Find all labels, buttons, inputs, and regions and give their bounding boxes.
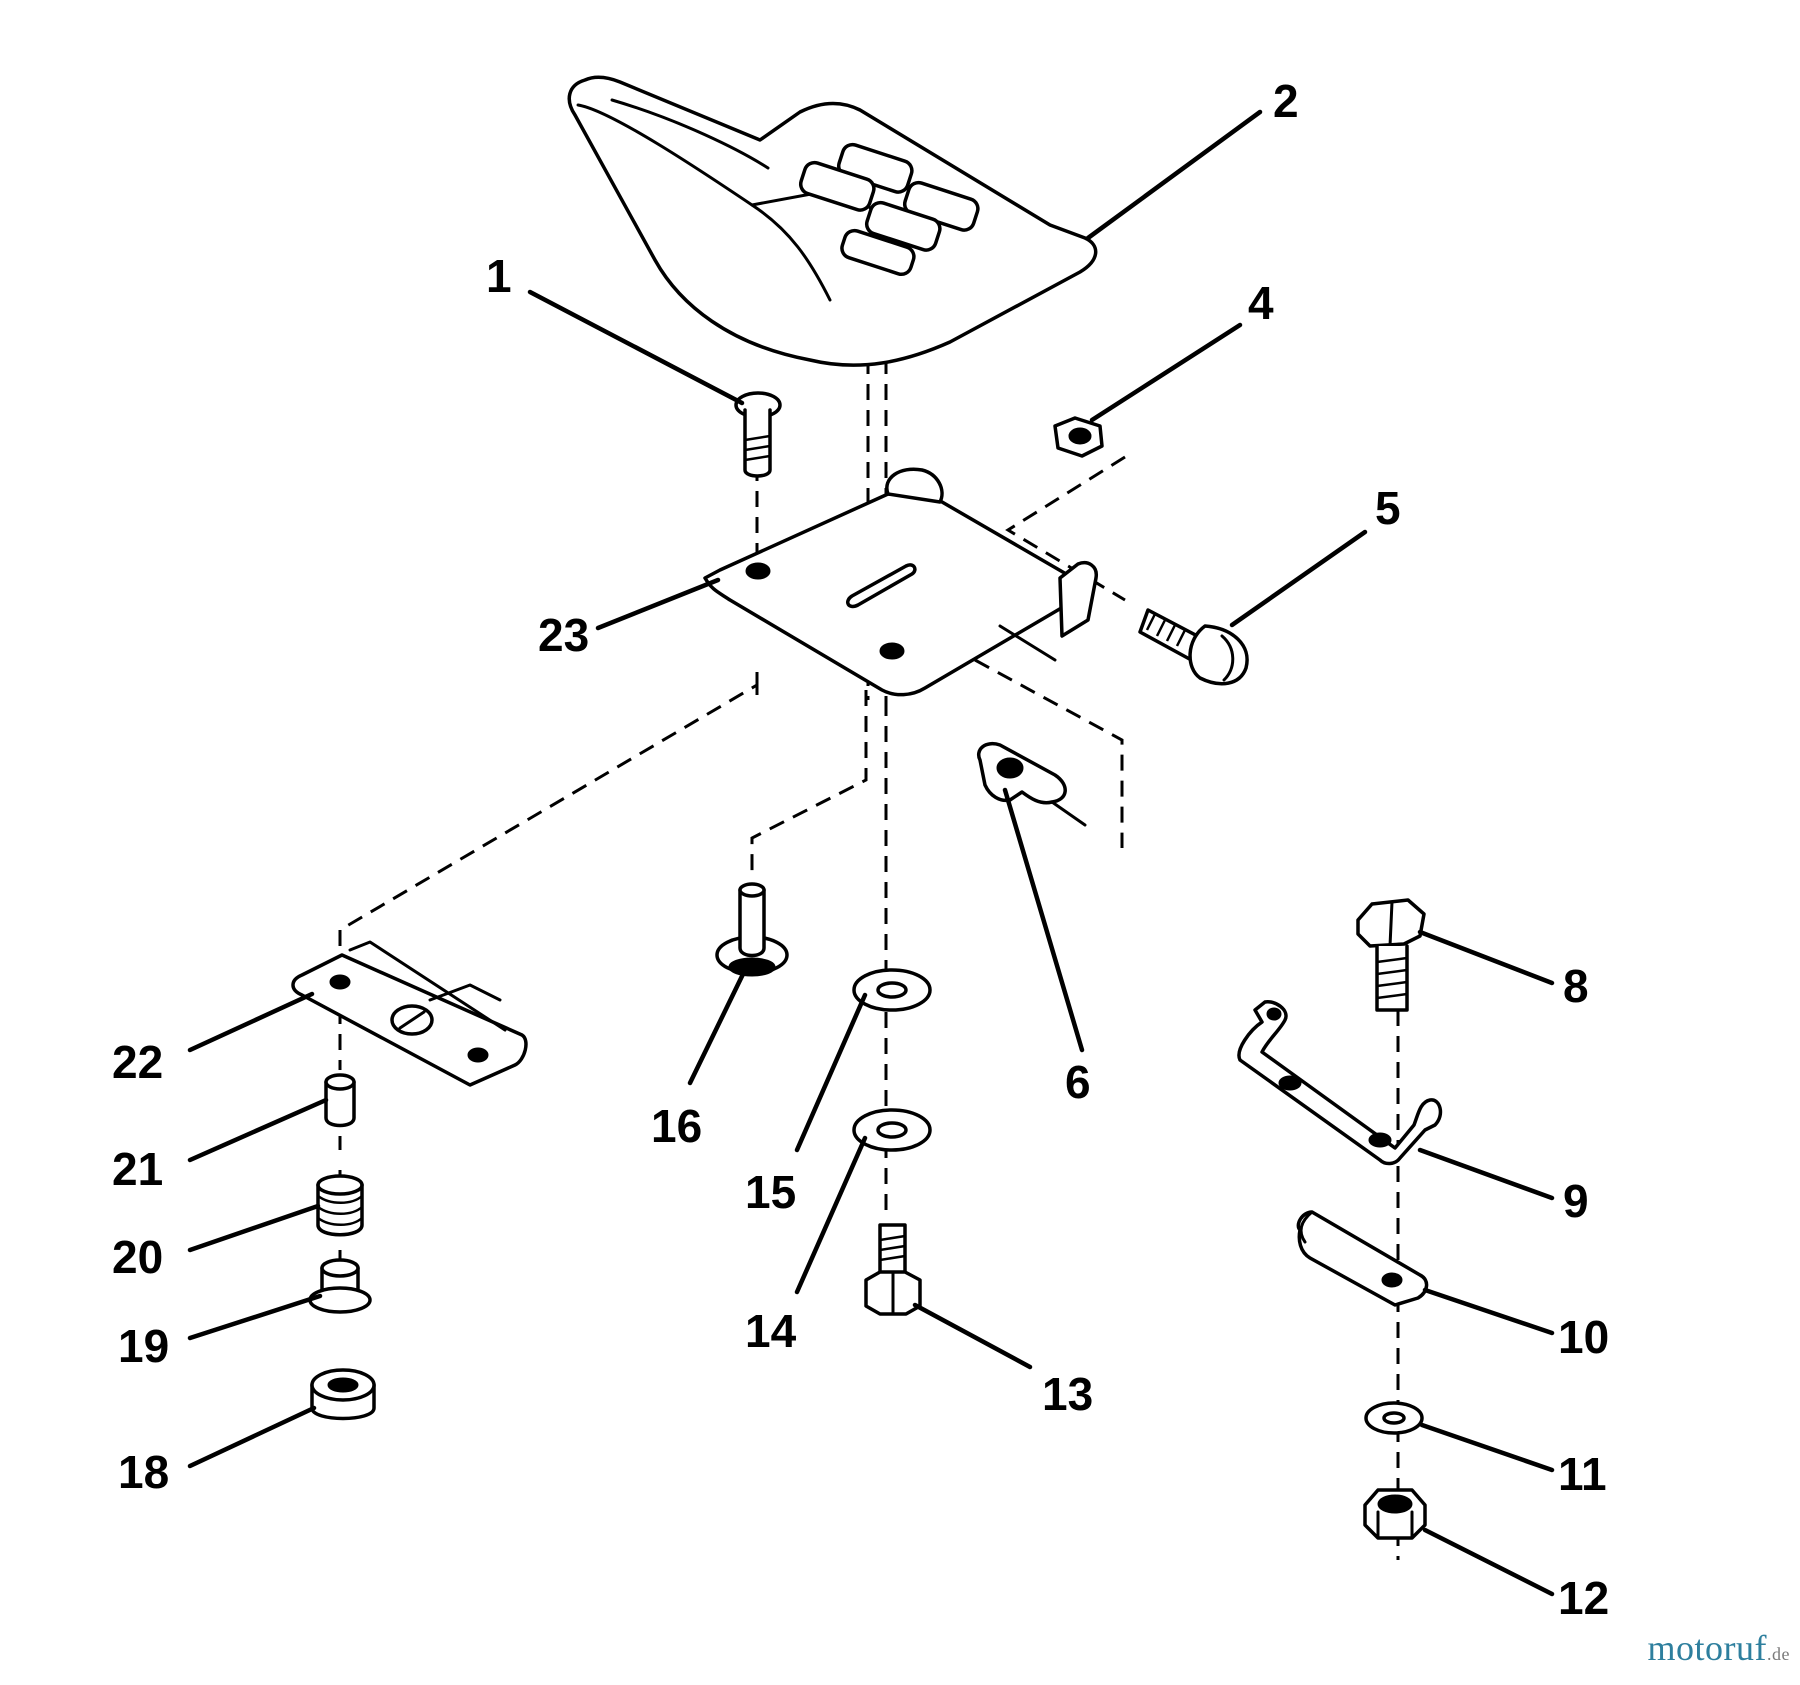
watermark-logo: motoruf.de [1648, 1627, 1790, 1669]
carriage-bolt [734, 391, 782, 478]
callout-18: 18 [118, 1446, 169, 1498]
washer-lower [852, 1108, 932, 1152]
seat [567, 75, 1098, 367]
washer-right [1364, 1401, 1424, 1435]
washer-upper [852, 968, 932, 1012]
hex-bolt-lower [864, 1223, 922, 1316]
callout-16: 16 [651, 1100, 702, 1152]
spring [316, 1174, 364, 1237]
callout-21: 21 [112, 1143, 163, 1195]
pin [324, 1073, 356, 1128]
leader-lines [187, 109, 1555, 1597]
callout-2: 2 [1273, 75, 1299, 127]
callout-22: 22 [112, 1036, 163, 1088]
callout-8: 8 [1563, 960, 1589, 1012]
mounting-bracket [1237, 1000, 1443, 1166]
seat-bracket [703, 467, 1098, 697]
callout-5: 5 [1375, 482, 1401, 534]
knob [308, 1258, 372, 1314]
callout-labels: 2 1 4 5 23 6 8 9 10 11 12 13 14 15 16 18… [112, 75, 1609, 1624]
lock-nut [1363, 1488, 1427, 1540]
hex-nut [1053, 416, 1104, 458]
callout-13: 13 [1042, 1368, 1093, 1420]
callout-10: 10 [1558, 1311, 1609, 1363]
callout-6: 6 [1065, 1056, 1091, 1108]
callout-15: 15 [745, 1166, 796, 1218]
callout-9: 9 [1563, 1175, 1589, 1227]
hex-bolt [1138, 608, 1249, 686]
watermark-tld: .de [1767, 1644, 1790, 1664]
callout-14: 14 [745, 1305, 797, 1357]
callout-4: 4 [1248, 277, 1274, 329]
seat-pad [798, 142, 980, 277]
callout-23: 23 [538, 609, 589, 661]
callout-20: 20 [112, 1231, 163, 1283]
slide-rail [291, 940, 528, 1087]
callout-11: 11 [1558, 1448, 1607, 1500]
cam-clip [977, 742, 1087, 827]
callout-12: 12 [1558, 1572, 1609, 1624]
watermark-brand: motoruf [1647, 1628, 1767, 1668]
bushing [310, 1368, 376, 1421]
callout-1: 1 [486, 250, 512, 302]
hex-bolt-right [1356, 898, 1426, 1012]
shoulder-bolt [715, 882, 789, 977]
callout-19: 19 [118, 1320, 169, 1372]
clip-plate [1296, 1210, 1429, 1307]
